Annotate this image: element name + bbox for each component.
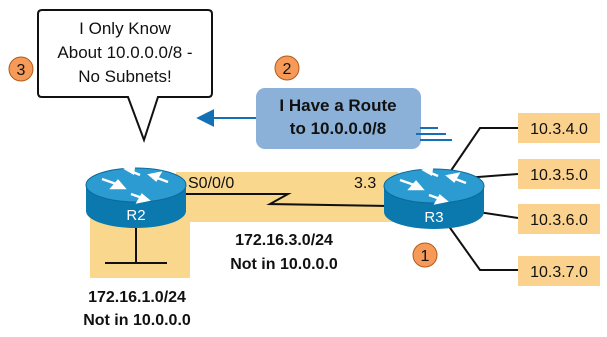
r2-lan-note: Not in 10.0.0.0	[83, 312, 191, 329]
serial-link-note: Not in 10.0.0.0	[230, 256, 338, 273]
r2-serial-interface-label: S0/0/0	[188, 175, 234, 192]
route-advertisement-line2: to 10.0.0.0/8	[290, 119, 386, 138]
svg-text:10.3.7.0: 10.3.7.0	[530, 264, 588, 281]
svg-text:2: 2	[283, 61, 292, 78]
router-r3-label: R3	[424, 209, 443, 226]
svg-text:1: 1	[421, 248, 430, 265]
route-advertisement-box	[256, 88, 421, 149]
step-1-badge: 1	[412, 242, 438, 268]
router-r3-icon	[383, 165, 485, 229]
route-advertisement-line1: I Have a Route	[279, 96, 396, 115]
svg-text:10.3.6.0: 10.3.6.0	[530, 212, 588, 229]
serial-link	[180, 193, 393, 207]
step-3-badge: 3	[8, 56, 34, 82]
serial-link-subnet: 172.16.3.0/24	[235, 232, 333, 249]
callout-line3: No Subnets!	[78, 67, 172, 86]
subnet-box-10-3-4-0: 10.3.4.0	[518, 113, 600, 143]
r3-interface-address-label: 3.3	[354, 175, 376, 192]
router-r2-label: R2	[126, 207, 145, 224]
motion-lines-icon	[416, 127, 452, 141]
subnet-box-10-3-7-0: 10.3.7.0	[518, 256, 600, 286]
serial-link-highlight	[176, 172, 398, 222]
svg-text:10.3.4.0: 10.3.4.0	[530, 121, 588, 138]
step-2-badge: 2	[274, 55, 300, 81]
callout-bubble	[37, 9, 213, 144]
callout-line1: I Only Know	[79, 19, 171, 38]
callout-line2: About 10.0.0.0/8 -	[57, 43, 192, 62]
r2-lan-subnet: 172.16.1.0/24	[88, 289, 186, 306]
subnet-box-10-3-6-0: 10.3.6.0	[518, 204, 600, 234]
svg-text:10.3.5.0: 10.3.5.0	[530, 167, 588, 184]
svg-text:3: 3	[17, 62, 26, 79]
router-r2-icon	[85, 164, 187, 228]
subnet-box-10-3-5-0: 10.3.5.0	[518, 159, 600, 189]
